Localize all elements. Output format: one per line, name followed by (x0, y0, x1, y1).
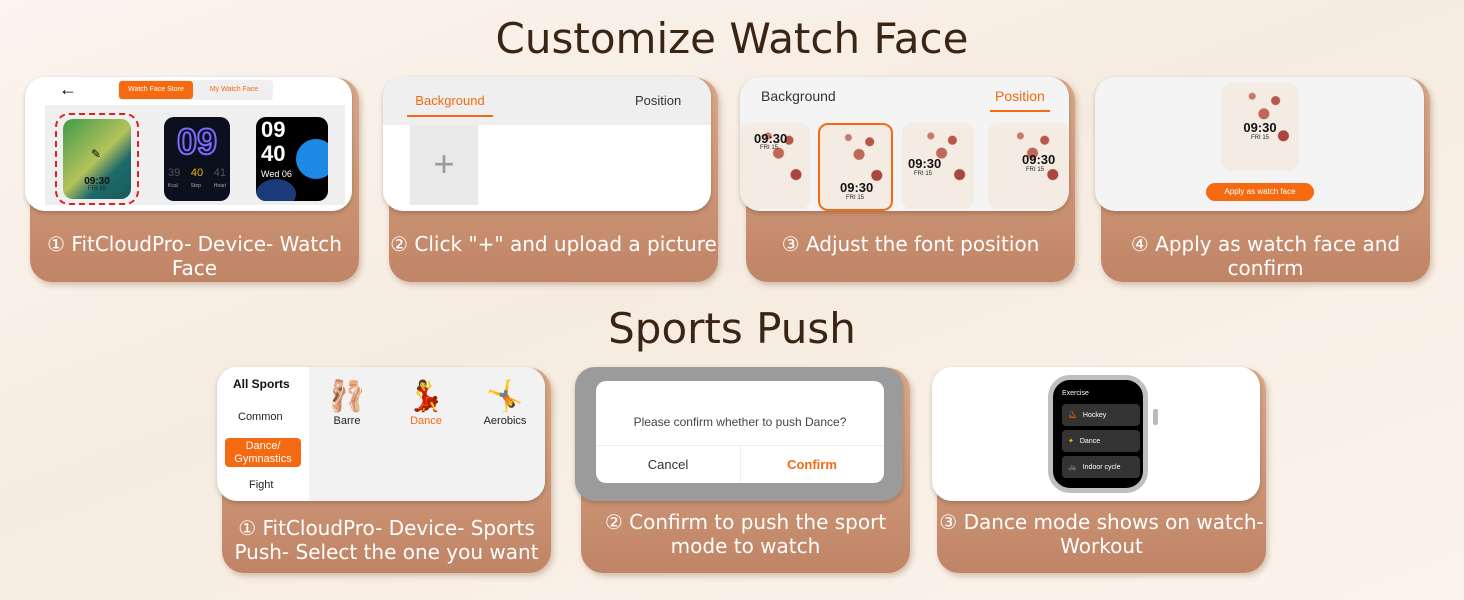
confirm-button[interactable]: Confirm (787, 457, 837, 472)
watch-crown (1153, 409, 1158, 425)
category-fight[interactable]: Fight (249, 479, 274, 491)
title-customize-watch-face: Customize Watch Face (495, 14, 969, 63)
tab-position[interactable]: Position (635, 93, 682, 108)
workout-dance[interactable]: ✦Dance (1062, 430, 1140, 452)
workout-indoor-cycle[interactable]: 🚲Indoor cycle (1062, 456, 1140, 478)
workout-hockey[interactable]: ⛸Hockey (1062, 404, 1140, 426)
sport-barre[interactable]: 🩰Barre (312, 379, 382, 427)
tab-position[interactable]: Position (995, 88, 1045, 104)
back-arrow-icon[interactable]: ← (59, 79, 77, 99)
background-upload-screen: Background Position + (383, 77, 711, 211)
cycle-icon: 🚲 (1068, 464, 1077, 471)
step-caption: ② Click "+" and upload a picture (390, 232, 717, 256)
watch-face-cloud[interactable]: 09 40 Wed 06 (256, 117, 328, 201)
tab-background[interactable]: Background (761, 88, 836, 104)
edit-pencil-icon[interactable]: ✎ (91, 147, 102, 161)
dance-figure-icon: 💃 (407, 380, 445, 413)
confirm-dialog: Please confirm whether to push Dance? Ca… (596, 381, 884, 483)
category-all-sports[interactable]: All Sports (233, 377, 290, 391)
tab-watch-face-store[interactable]: Watch Face Store (119, 81, 193, 99)
sports-list-screen: All Sports Common Dance/ Gymnastics Figh… (217, 367, 545, 501)
dialog-message: Please confirm whether to push Dance? (633, 415, 847, 429)
push-confirm-screen: Please confirm whether to push Dance? Ca… (575, 367, 903, 501)
sport-dance[interactable]: 💃Dance (391, 379, 461, 427)
step-caption: ③ Dance mode shows on watch- Workout (939, 510, 1264, 558)
smartwatch: Exercise ⛸Hockey ✦Dance 🚲Indoor cycle (1048, 375, 1148, 493)
category-common[interactable]: Common (238, 411, 283, 423)
exercise-header: Exercise (1062, 390, 1089, 397)
step-caption: ④ Apply as watch face and confirm (1130, 232, 1401, 280)
category-dance-gymnastics[interactable]: Dance/ Gymnastics (225, 438, 301, 467)
step-caption: ① FitCloudPro- Device- Watch Face (47, 232, 342, 280)
cancel-button[interactable]: Cancel (647, 457, 689, 472)
watch-workout-screen: Exercise ⛸Hockey ✦Dance 🚲Indoor cycle (932, 367, 1260, 501)
hockey-icon: ⛸ (1068, 412, 1077, 419)
barre-figure-icon: 🩰 (328, 380, 366, 413)
sport-aerobics[interactable]: 🤸Aerobics (470, 379, 540, 427)
add-picture-button[interactable]: + (410, 125, 478, 205)
watch-face-store-screen: ← Watch Face Store My Watch Face ✎ 09:30… (25, 77, 352, 211)
step-caption: ② Confirm to push the sport mode to watc… (604, 510, 887, 558)
dance-icon: ✦ (1068, 438, 1074, 445)
step-caption: ③ Adjust the font position (781, 232, 1040, 256)
tab-background[interactable]: Background (415, 93, 485, 108)
aerobics-figure-icon: 🤸 (486, 380, 524, 413)
step-caption: ① FitCloudPro- Device- Sports Push- Sele… (234, 516, 539, 564)
tab-my-watch-face[interactable]: My Watch Face (209, 86, 259, 93)
title-sports-push: Sports Push (608, 304, 856, 353)
custom-watch-face[interactable]: ✎ 09:30 FRI 15 (63, 119, 131, 199)
selected-face-outline (55, 113, 139, 205)
apply-as-watch-face-button[interactable]: Apply as watch face (1206, 183, 1314, 201)
